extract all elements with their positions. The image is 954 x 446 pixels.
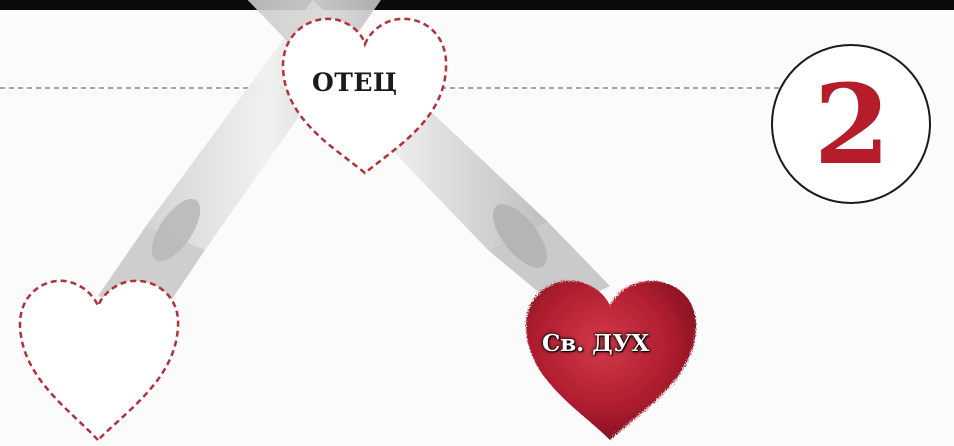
step-number: 2	[772, 40, 932, 210]
father-heart-label: ОТЕЦ	[312, 68, 398, 97]
spirit-heart-label: Св. ДУХ	[542, 330, 649, 357]
son-heart-outline	[20, 281, 178, 440]
spirit-heart-filled	[526, 281, 696, 440]
